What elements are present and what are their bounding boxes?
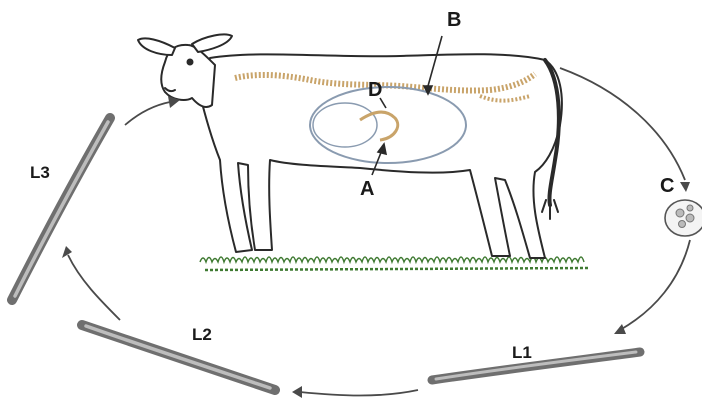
label-l2: L2 bbox=[192, 325, 212, 344]
larva-l2 bbox=[82, 325, 275, 390]
arrow-C-to-L1 bbox=[620, 240, 690, 330]
larva-l3 bbox=[12, 118, 110, 300]
label-b: B bbox=[447, 9, 461, 31]
calf-ear-left bbox=[138, 38, 175, 55]
calf-ear-right bbox=[192, 34, 232, 52]
egg-c bbox=[665, 200, 702, 236]
arrow-calf-to-C bbox=[560, 68, 685, 180]
label-l3: L3 bbox=[30, 163, 50, 182]
label-a: A bbox=[360, 178, 374, 200]
label-d: D bbox=[368, 79, 382, 101]
arrow-L2-to-L3 bbox=[68, 255, 120, 320]
label-l1: L1 bbox=[512, 343, 532, 362]
larva-l1 bbox=[432, 352, 640, 380]
label-c: C bbox=[660, 175, 674, 197]
arrow-L3-to-calf bbox=[125, 102, 170, 125]
arrow-L1-to-L2 bbox=[300, 390, 418, 396]
